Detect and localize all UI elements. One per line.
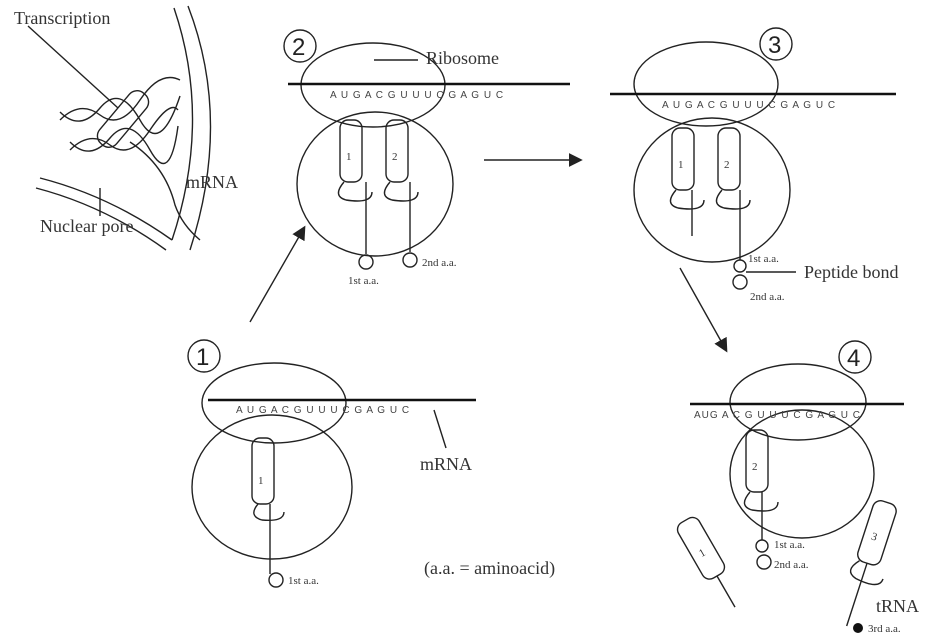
amino-acid-1-label: 1st a.a.: [748, 253, 779, 265]
amino-acid-2-label: 2nd a.a.: [422, 257, 457, 269]
arrow-step3-to-step4: [680, 268, 726, 350]
released-trna-label: 1: [697, 547, 708, 560]
trna-1-loop: [670, 190, 704, 209]
incoming-trna-label: 3: [870, 531, 879, 544]
released-trna: 1: [675, 515, 746, 614]
trna-1-label: 1: [346, 151, 352, 163]
dna-strand-d: [70, 126, 178, 164]
arrow-step1-to-step2: [250, 228, 304, 322]
trna-body: [252, 438, 274, 504]
step-number: 1: [196, 344, 209, 371]
codon-sequence: A U G A C G U U U C G A G U C: [330, 90, 504, 101]
step-number: 2: [292, 34, 305, 61]
released-trna-stem: [717, 576, 735, 607]
step-number: 4: [847, 345, 860, 372]
ribosome-large-subunit: [730, 410, 874, 538]
mrna-pointer: [434, 410, 446, 448]
trna-2-loop: [384, 182, 418, 201]
ribosome-large-subunit: [634, 118, 790, 262]
amino-acid-1: [359, 255, 373, 269]
ribosome-small-subunit: [202, 363, 346, 443]
trna-2-loop: [744, 492, 778, 511]
codon-sequence: A U G A C G U U U C G A G U C: [236, 405, 410, 416]
codon-sequence: AUG A C G U U U C G A G U C: [694, 410, 861, 421]
amino-acid-note: (a.a. = aminoacid): [424, 558, 555, 579]
step-4: 4 AUG A C G U U U C G A G U C 2 1st a.a.…: [675, 341, 919, 635]
ribosome-small-subunit: [634, 42, 778, 126]
trna-label: 1: [258, 475, 264, 487]
step-3: 3 A U G A C G U U U C G A G U C 1 2 1st …: [610, 28, 899, 303]
ribosome-large-subunit: [297, 112, 453, 256]
trna-1-label: 1: [678, 159, 684, 171]
amino-acid-1: [756, 540, 768, 552]
nuclear-pore-label: Nuclear pore: [40, 216, 133, 236]
amino-acid-1-label: 1st a.a.: [288, 575, 319, 587]
amino-acid-1-label: 1st a.a.: [348, 275, 379, 287]
trna-loop: [254, 504, 284, 520]
amino-acid-3: [853, 623, 863, 633]
ribosome-large-subunit: [192, 415, 352, 559]
amino-acid-1-label: 1st a.a.: [774, 539, 805, 551]
step-1: 1 A U G A C G U U U C G A G U C 1 1st a.…: [188, 340, 476, 587]
amino-acid-1: [734, 260, 746, 272]
ribosome-label: Ribosome: [426, 48, 499, 68]
amino-acid-2: [757, 555, 771, 569]
trna-2-loop: [716, 190, 750, 209]
amino-acid-3-label: 3rd a.a.: [868, 623, 901, 635]
rna-polymerase: [93, 87, 152, 152]
nucleus-panel: Transcription mRNA Nuclear pore: [14, 6, 238, 250]
amino-acid-2-label: 2nd a.a.: [750, 291, 785, 303]
mrna-step1-label: mRNA: [420, 454, 472, 474]
trna-2-label: 2: [752, 461, 758, 473]
transcription-label: Transcription: [14, 8, 110, 28]
step-2: 2 Ribosome A U G A C G U U U C G A G U C…: [284, 30, 570, 287]
amino-acid-2-label: 2nd a.a.: [774, 559, 809, 571]
step-number: 3: [768, 32, 781, 59]
codon-sequence: A U G A C G U U U C G A G U C: [662, 100, 836, 111]
amino-acid-1: [269, 573, 283, 587]
nuclear-envelope-outer: [188, 6, 211, 250]
trna-2-label: 2: [392, 151, 398, 163]
mrna-nucleus-label: mRNA: [186, 172, 238, 192]
trna-label: tRNA: [876, 596, 919, 616]
trna-2-label: 2: [724, 159, 730, 171]
trna-1-loop: [338, 182, 372, 201]
peptide-bond-label: Peptide bond: [804, 262, 899, 282]
transcription-pointer: [28, 26, 118, 108]
amino-acid-2: [733, 275, 747, 289]
incoming-trna-stem: [847, 563, 867, 626]
amino-acid-2: [403, 253, 417, 267]
